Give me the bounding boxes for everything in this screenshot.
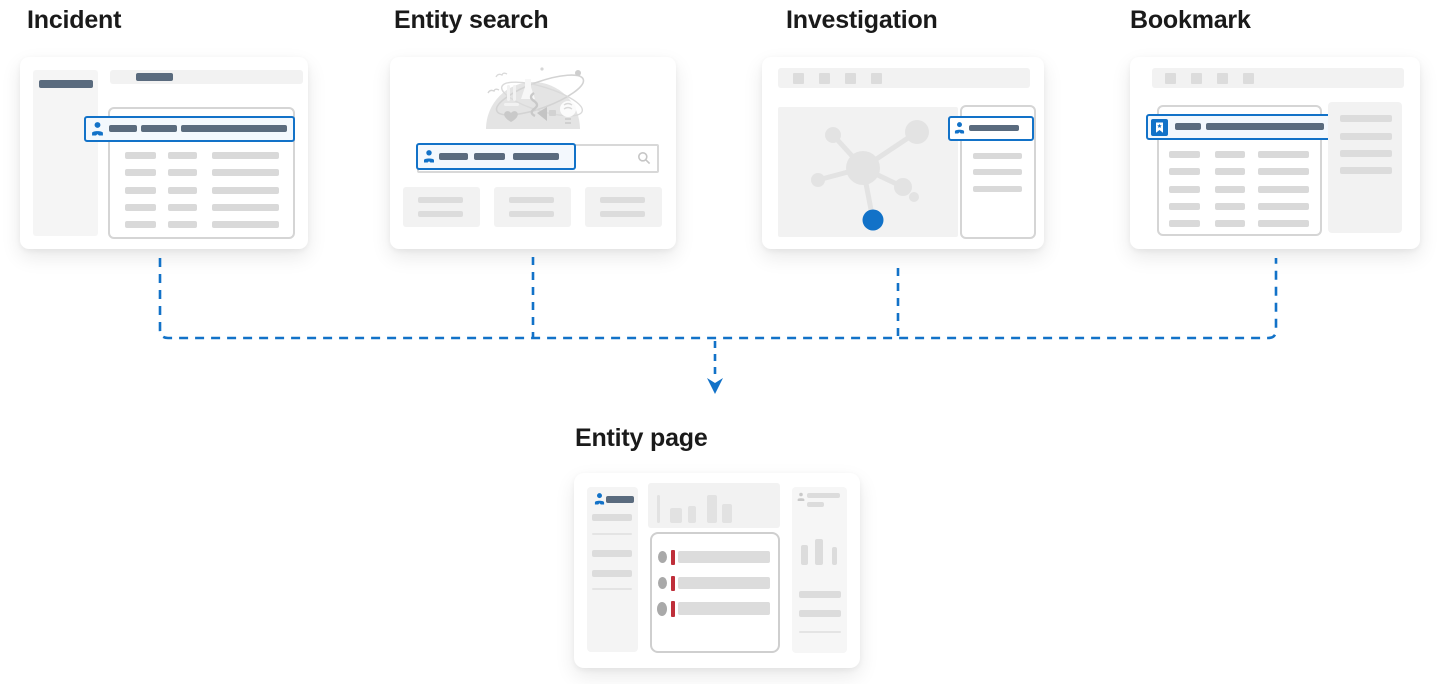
bookmark-card bbox=[1130, 57, 1420, 249]
incident-highlighted-entity-row bbox=[84, 116, 295, 142]
alert-severity-dot bbox=[657, 602, 667, 616]
mini-chart-bar bbox=[832, 547, 837, 565]
incident-title: Incident bbox=[27, 6, 122, 34]
bookmark-icon bbox=[1151, 119, 1168, 136]
entity-search-card bbox=[390, 57, 676, 249]
entity-page-title: Entity page bbox=[575, 424, 708, 452]
entity-page-alert-list bbox=[650, 532, 780, 653]
alert-severity-dot bbox=[658, 577, 667, 589]
alert-red-accent bbox=[671, 576, 675, 591]
alert-severity-dot bbox=[658, 551, 667, 563]
incident-sidebar bbox=[33, 70, 98, 236]
bookmark-title: Bookmark bbox=[1130, 6, 1251, 34]
investigation-title: Investigation bbox=[786, 6, 938, 34]
entity-page-sidebar bbox=[587, 487, 638, 652]
mini-chart-bar bbox=[815, 539, 823, 565]
entity-search-highlighted-entity bbox=[416, 143, 576, 170]
entity-page-timeline-chart bbox=[648, 483, 780, 528]
bookmark-side-panel bbox=[1328, 102, 1402, 233]
investigation-graph-area bbox=[778, 107, 958, 237]
entity-search-title: Entity search bbox=[394, 6, 549, 34]
person-icon bbox=[954, 121, 965, 135]
bookmark-toolbar bbox=[1152, 68, 1404, 88]
science-doodle-illustration bbox=[478, 63, 588, 133]
entity-page-insights-panel bbox=[792, 487, 847, 653]
search-icon bbox=[637, 151, 651, 165]
network-graph bbox=[778, 107, 958, 237]
alert-red-accent bbox=[671, 550, 675, 565]
investigation-card bbox=[762, 57, 1044, 249]
person-icon bbox=[91, 121, 104, 137]
person-icon bbox=[797, 492, 805, 502]
result-tile bbox=[403, 187, 480, 227]
mini-chart-bar bbox=[801, 545, 808, 565]
bookmark-highlighted-row bbox=[1146, 114, 1333, 140]
person-icon bbox=[594, 492, 605, 506]
result-tile bbox=[585, 187, 662, 227]
alert-red-accent bbox=[671, 601, 675, 617]
entity-page-card bbox=[574, 473, 860, 668]
person-icon bbox=[423, 149, 435, 164]
investigation-toolbar bbox=[778, 68, 1030, 88]
incident-card bbox=[20, 57, 308, 249]
investigation-highlighted-entity bbox=[948, 116, 1034, 141]
result-tile bbox=[494, 187, 571, 227]
selected-entity-node bbox=[862, 209, 884, 231]
incident-topbar bbox=[110, 70, 303, 84]
arrow-down-icon bbox=[707, 378, 723, 394]
